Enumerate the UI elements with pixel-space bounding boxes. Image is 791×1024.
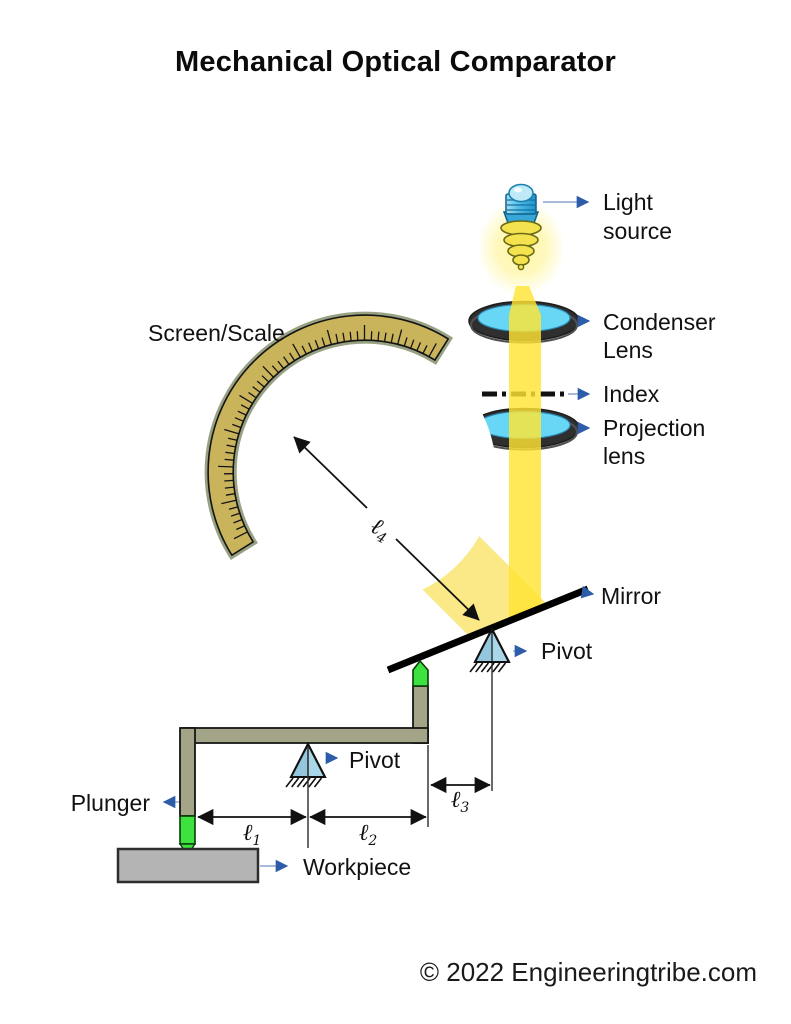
vertical-beam — [509, 286, 541, 621]
lever-right-green-tip — [412, 659, 429, 687]
projection-lens-label-line1: Projection — [603, 415, 705, 441]
dim-l2-label: ℓ2 — [359, 820, 378, 849]
projection-lens-label-line2: lens — [603, 443, 645, 469]
plunger-shaft — [179, 727, 196, 817]
light-bulb-icon — [477, 183, 565, 296]
lever-horizontal-bar — [181, 727, 429, 744]
bulb-spiral-coil — [512, 254, 530, 266]
bulb-dome — [508, 183, 534, 203]
mirror-line — [386, 585, 590, 674]
bulb-spiral-tip — [517, 263, 525, 271]
scale-inner-mask — [234, 341, 496, 603]
workpiece-block — [116, 847, 260, 884]
light-source-label-line1: Light — [603, 189, 653, 215]
plunger-green-segment — [179, 815, 196, 845]
workpiece-label: Workpiece — [303, 854, 411, 880]
pivot-upper-label: Pivot — [541, 638, 593, 664]
index-label: Index — [603, 381, 660, 407]
bulb-dome-highlight — [514, 187, 522, 193]
mirror-label: Mirror — [601, 583, 661, 609]
dim-l4-line-a — [293, 436, 368, 509]
page-title: Mechanical Optical Comparator — [175, 46, 616, 78]
dim-l4-line-b — [395, 538, 480, 621]
plunger-label: Plunger — [71, 790, 151, 816]
light-source-label-line2: source — [603, 218, 672, 244]
dim-l1-label: ℓ1 — [243, 820, 262, 849]
pivot-lower-label: Pivot — [349, 747, 401, 773]
pivot-upper-ground-hatching — [469, 662, 507, 673]
dim-l3-label: ℓ3 — [451, 787, 470, 816]
scale-arc-band — [207, 314, 450, 557]
pivot-lower-ground-hatching — [285, 777, 323, 788]
condenser-lens-label-line1: Condenser — [603, 309, 716, 335]
screen-scale-label: Screen/Scale — [148, 320, 285, 346]
copyright-text: © 2022 Engineeringtribe.com — [419, 957, 757, 987]
leader-mirror — [580, 585, 595, 599]
lever-mechanism — [178, 659, 429, 857]
scale-tick-marks — [218, 325, 437, 540]
pivot-upper-icon — [473, 626, 511, 663]
condenser-lens-label-line2: Lens — [603, 337, 653, 363]
